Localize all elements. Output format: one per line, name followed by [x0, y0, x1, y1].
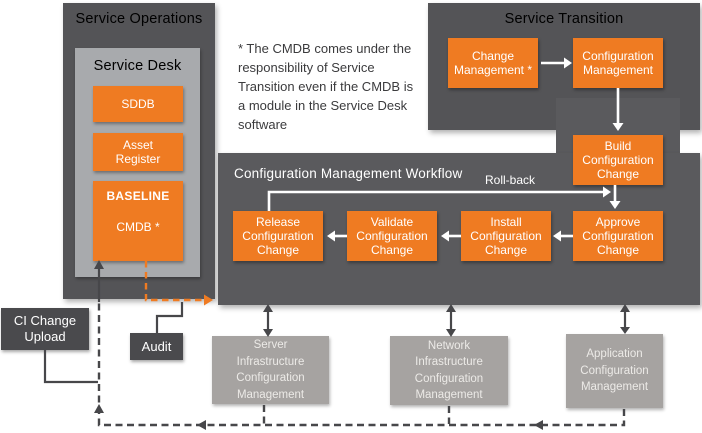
workflow-application-double-arrow — [620, 304, 630, 334]
feedback-dashed-arrowheads — [94, 404, 543, 430]
change-management-label: Change Management * — [453, 49, 533, 77]
cmdb-note: * The CMDB comes under the responsibilit… — [238, 41, 414, 132]
configuration-management-label: Configuration Management — [582, 49, 654, 77]
change-management-box: Change Management * — [448, 38, 538, 88]
approve-configuration-change-label: Approve Configuration Change — [582, 215, 654, 257]
cmdb-label: CMDB * — [116, 220, 160, 234]
validate-configuration-change-label: Validate Configuration Change — [356, 215, 428, 257]
ci-change-upload-box: CI Change Upload — [1, 308, 89, 350]
baseline-label: BASELINE — [106, 189, 170, 203]
install-configuration-change-box: Install Configuration Change — [461, 211, 551, 261]
approve-configuration-change-box: Approve Configuration Change — [573, 211, 663, 261]
release-configuration-change-label: Release Configuration Change — [242, 215, 314, 257]
build-configuration-change-box: Build Configuration Change — [573, 135, 663, 185]
validate-configuration-change-box: Validate Configuration Change — [347, 211, 437, 261]
asset-register-label: Asset Register — [115, 138, 161, 166]
workflow-network-double-arrow — [446, 304, 456, 337]
server-infrastructure-box: Server Infrastructure Configuration Mana… — [212, 336, 329, 404]
release-configuration-change-box: Release Configuration Change — [233, 211, 323, 261]
sddb-label: SDDB — [121, 97, 155, 111]
service-transition-title: Service Transition — [504, 11, 624, 27]
audit-connector — [155, 302, 184, 333]
feedback-dashed-path — [97, 302, 626, 427]
ci-upload-connector — [43, 350, 98, 384]
server-infrastructure-label: Server Infrastructure Configuration Mana… — [236, 339, 305, 401]
audit-label: Audit — [141, 338, 172, 354]
rollback-label: Roll-back — [484, 173, 535, 187]
asset-register-box: Asset Register — [93, 133, 183, 171]
install-configuration-change-label: Install Configuration Change — [470, 215, 542, 257]
workflow-title: Configuration Management Workflow — [234, 166, 463, 181]
sddb-box: SDDB — [93, 86, 183, 122]
workflow-server-double-arrow — [263, 304, 273, 337]
service-operations-title: Service Operations — [75, 11, 203, 27]
configuration-management-box: Configuration Management — [573, 38, 663, 88]
network-infrastructure-box: Network Infrastructure Configuration Man… — [390, 336, 508, 405]
baseline-cmdb-box: BASELINE CMDB * — [93, 181, 183, 261]
application-configuration-label: Application Configuration Management — [580, 348, 649, 394]
build-configuration-change-label: Build Configuration Change — [582, 139, 654, 181]
ci-change-upload-label: CI Change Upload — [13, 313, 77, 344]
network-infrastructure-label: Network Infrastructure Configuration Man… — [414, 339, 484, 402]
application-configuration-box: Application Configuration Management — [566, 334, 663, 408]
audit-box: Audit — [130, 333, 183, 360]
service-desk-title: Service Desk — [93, 58, 182, 74]
